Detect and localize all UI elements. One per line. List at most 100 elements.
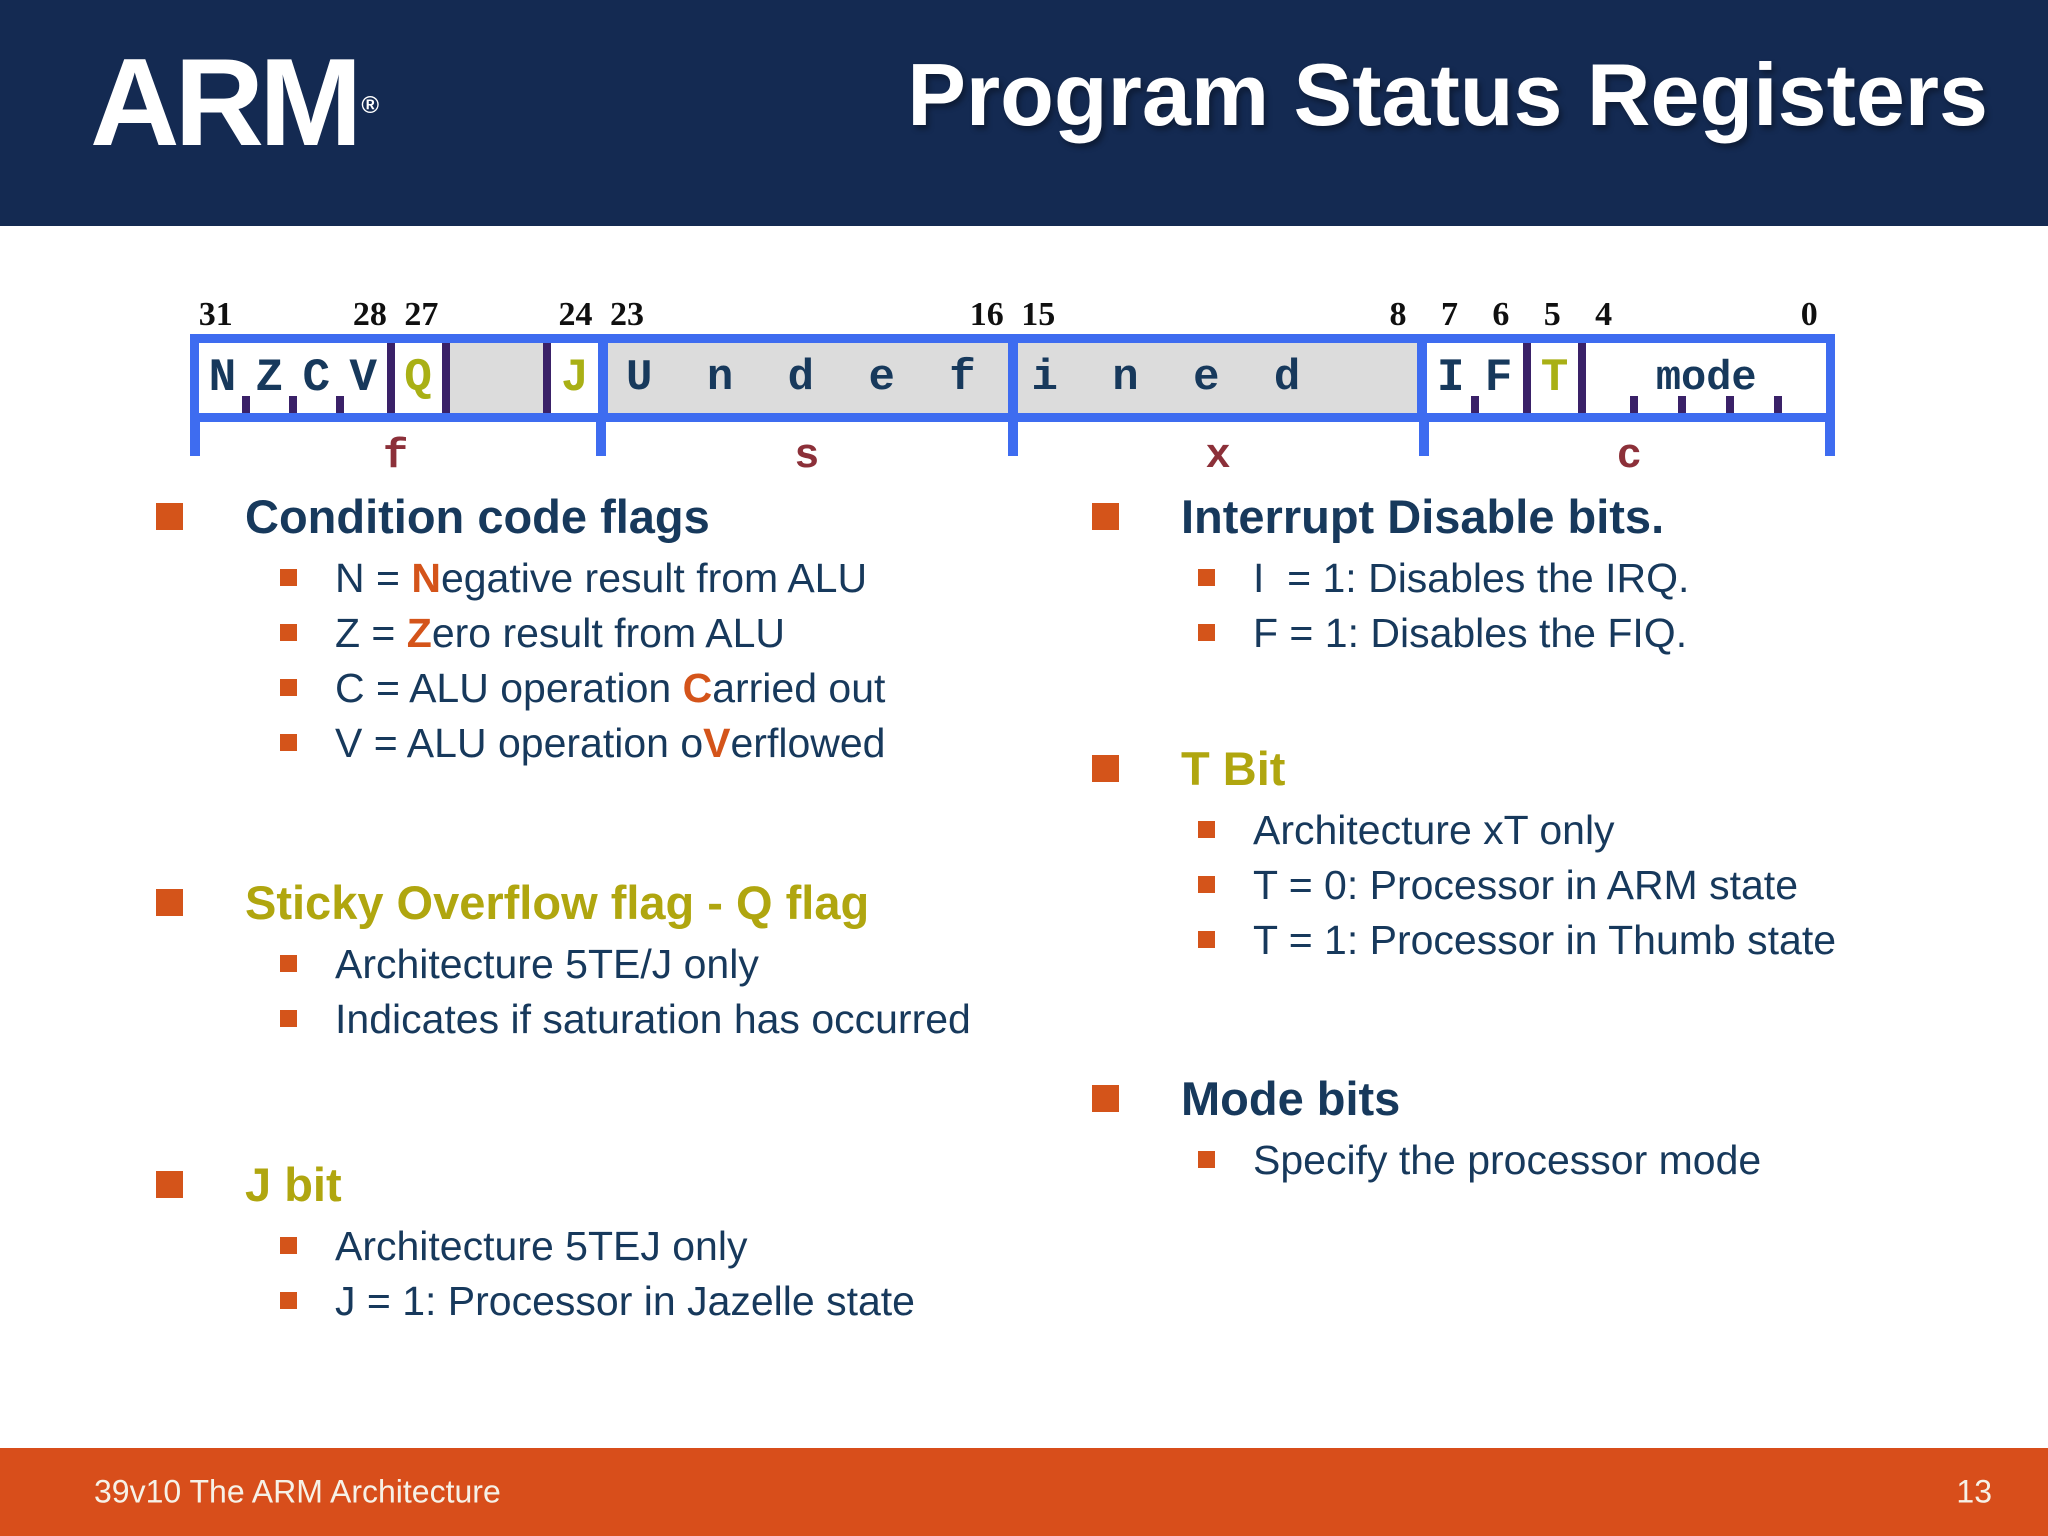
bit-number-27: 27 xyxy=(404,296,439,333)
list-item-text: J = 1: Processor in Jazelle state xyxy=(335,1274,915,1329)
sub-bullet-square-icon xyxy=(1198,1151,1215,1168)
list-item: T = 0: Processor in ARM state xyxy=(1198,858,1836,913)
sub-bullet-square-icon xyxy=(280,734,297,751)
bit-number-5: 5 xyxy=(1543,296,1561,333)
list-item-text: Architecture 5TE/J only xyxy=(335,937,759,992)
field-label-x: x xyxy=(1205,432,1231,480)
highlight-letter: C xyxy=(682,665,713,711)
list-item-text: Architecture xT only xyxy=(1253,803,1615,858)
register-cell-mode: mode xyxy=(1578,343,1826,413)
sub-item-list: Architecture 5TEJ only J = 1: Processor i… xyxy=(156,1219,915,1329)
register-cell-label: Z xyxy=(255,352,284,404)
register-cell-U n d e f: U n d e f xyxy=(608,343,1008,413)
bit-tick xyxy=(1774,396,1783,413)
sub-bullet-square-icon xyxy=(1198,624,1215,641)
list-item-text: C = ALU operation Carried out xyxy=(335,661,885,716)
register-group-undefined-low-byte: i n e d xyxy=(1007,343,1417,413)
register-cell-label: F xyxy=(1484,352,1513,404)
list-item-text: Indicates if saturation has occurred xyxy=(335,992,971,1047)
text-segment: I = 1: Disables the IRQ. xyxy=(1253,555,1690,601)
register-group-undefined-high-byte: U n d e f xyxy=(598,343,1008,413)
list-item-text: T = 0: Processor in ARM state xyxy=(1253,858,1798,913)
heading-row: Mode bits xyxy=(1092,1072,1761,1126)
register-cell-i n e d: i n e d xyxy=(1017,343,1417,413)
text-segment: F = 1: Disables the FIQ. xyxy=(1253,610,1688,656)
list-item: V = ALU operation oVerflowed xyxy=(280,716,885,771)
list-item: F = 1: Disables the FIQ. xyxy=(1198,606,1689,661)
bit-number-24: 24 xyxy=(558,296,593,333)
list-item-text: Architecture 5TEJ only xyxy=(335,1219,747,1274)
register-cell-label: Q xyxy=(404,352,432,404)
text-segment: Indicates if saturation has occurred xyxy=(335,996,971,1042)
text-segment: V = ALU operation o xyxy=(335,720,704,766)
list-item: Specify the processor mode xyxy=(1198,1133,1761,1188)
section-heading: Condition code flags xyxy=(245,490,710,543)
text-segment: egative result from ALU xyxy=(440,555,868,601)
text-segment: Z = xyxy=(335,610,407,656)
bit-number-23: 23 xyxy=(609,296,644,333)
heading-row: J bit xyxy=(156,1158,915,1212)
sub-bullet-square-icon xyxy=(280,679,297,696)
list-item-text: I = 1: Disables the IRQ. xyxy=(1253,551,1689,606)
bit-number-8: 8 xyxy=(1389,296,1407,333)
list-item-text: T = 1: Processor in Thumb state xyxy=(1253,913,1836,968)
register-cell-I: I xyxy=(1426,343,1475,413)
register-cell-V: V xyxy=(335,343,387,413)
sub-bullet-square-icon xyxy=(280,1237,297,1254)
register-cell-F: F xyxy=(1470,343,1523,413)
list-item-text: V = ALU operation oVerflowed xyxy=(335,716,885,771)
list-item-text: F = 1: Disables the FIQ. xyxy=(1253,606,1687,661)
list-item: J = 1: Processor in Jazelle state xyxy=(280,1274,915,1329)
text-segment: N = xyxy=(335,555,412,601)
list-item: I = 1: Disables the IRQ. xyxy=(1198,551,1689,606)
bullet-section: Interrupt Disable bits. I = 1: Disables t… xyxy=(1092,490,1689,661)
bit-tick xyxy=(1678,396,1687,413)
text-segment: Architecture 5TEJ only xyxy=(335,1223,748,1269)
bullet-square-icon xyxy=(156,889,183,916)
field-label-s: s xyxy=(794,432,820,480)
sub-bullet-square-icon xyxy=(1198,931,1215,948)
sub-bullet-square-icon xyxy=(280,1010,297,1027)
bullet-square-icon xyxy=(1092,1085,1119,1112)
section-heading: Interrupt Disable bits. xyxy=(1181,490,1665,543)
register-cell-label: U n d e f xyxy=(626,353,990,403)
registered-mark-icon: ® xyxy=(361,91,380,119)
heading-row: Condition code flags xyxy=(156,490,885,544)
bit-number-16: 16 xyxy=(969,296,1004,333)
section-heading: Mode bits xyxy=(1181,1072,1401,1125)
list-item-text: Specify the processor mode xyxy=(1253,1133,1761,1188)
sub-bullet-square-icon xyxy=(280,569,297,586)
register-cell-reserved xyxy=(441,343,544,413)
text-segment: C = ALU operation xyxy=(335,665,683,711)
sub-item-list: I = 1: Disables the IRQ. F = 1: Disables … xyxy=(1092,551,1689,661)
field-label-c: c xyxy=(1616,432,1642,480)
section-heading: T Bit xyxy=(1181,742,1286,795)
bracket-stub xyxy=(596,420,607,456)
sub-bullet-square-icon xyxy=(280,1292,297,1309)
register-cell-N: N xyxy=(199,343,246,413)
register-cell-label: i n e d xyxy=(1031,353,1315,403)
sub-bullet-square-icon xyxy=(280,955,297,972)
sub-bullet-square-icon xyxy=(280,624,297,641)
bit-number-6: 6 xyxy=(1492,296,1510,333)
section-heading: Sticky Overflow flag - Q flag xyxy=(245,876,870,929)
heading-row: Interrupt Disable bits. xyxy=(1092,490,1689,544)
highlight-letter: V xyxy=(703,720,731,766)
bit-number-31: 31 xyxy=(198,296,233,333)
register-cell-T: T xyxy=(1522,343,1579,413)
bracket-stub xyxy=(1418,420,1429,456)
bullet-square-icon xyxy=(1092,503,1119,530)
bullet-square-icon xyxy=(1092,755,1119,782)
bracket-stub xyxy=(190,420,200,456)
sub-bullet-square-icon xyxy=(1198,876,1215,893)
heading-row: Sticky Overflow flag - Q flag xyxy=(156,876,971,930)
